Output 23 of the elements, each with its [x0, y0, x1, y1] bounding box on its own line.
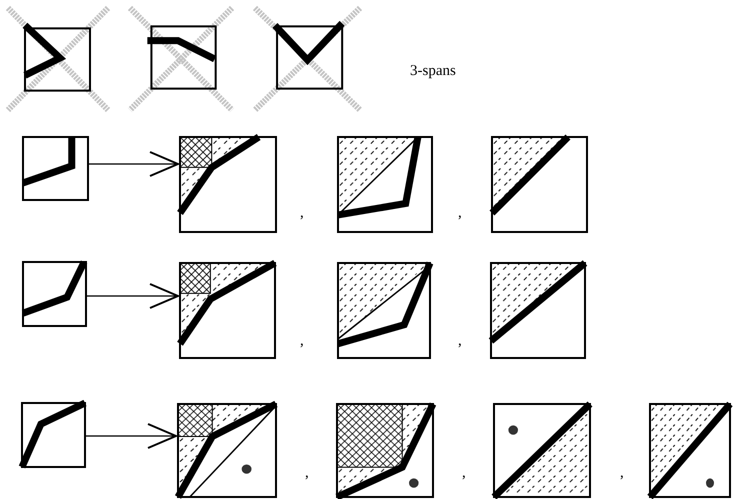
comma-separator: ,: [300, 206, 304, 221]
hatched-square-drawing: [180, 263, 275, 358]
hatched-square-drawing: [492, 137, 587, 232]
crossed-out-square-drawing: [8, 8, 108, 110]
arrow: [88, 151, 179, 177]
comma-separator: ,: [300, 334, 304, 349]
crossed-out-square-drawing: [130, 8, 232, 110]
hatched-square-drawing: [338, 137, 432, 232]
comma-separator: ,: [620, 466, 624, 481]
arrow: [86, 283, 179, 309]
comma-separator: ,: [462, 466, 466, 481]
caption-text: 3-spans: [410, 64, 456, 79]
arrow: [85, 423, 177, 449]
crossed-out-square-drawing: [255, 8, 360, 110]
comma-separator: ,: [458, 206, 462, 221]
comma-separator: ,: [458, 334, 462, 349]
hatched-square-drawing: [491, 263, 585, 358]
hatched-square-drawing: [650, 404, 730, 497]
square-path-drawing: [23, 137, 88, 200]
comma-separator: ,: [305, 466, 309, 481]
hatched-square-drawing: [180, 137, 276, 232]
square-path-drawing: [23, 262, 86, 326]
hatched-square-drawing: [494, 404, 590, 497]
